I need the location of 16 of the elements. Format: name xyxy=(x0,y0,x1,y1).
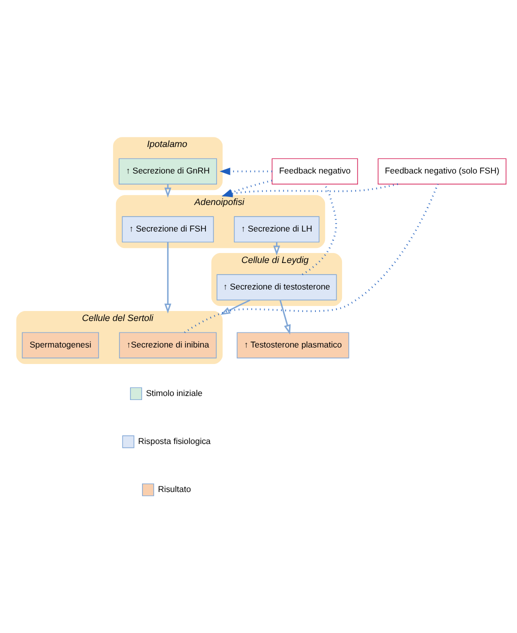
node-box: ↑ Secrezione di FSH xyxy=(122,216,214,242)
arrow xyxy=(220,167,272,175)
node-box: Spermatogenesi xyxy=(22,332,99,358)
node-box: ↑ Secrezione di GnRH xyxy=(118,158,217,184)
node-box: ↑ Secrezione di testosterone xyxy=(216,274,337,300)
node-box: ↑ Secrezione di LH xyxy=(234,216,320,242)
legend-label: Risultato xyxy=(158,483,191,494)
node-box: Feedback negativo xyxy=(272,158,358,184)
node-box: Feedback negativo (solo FSH) xyxy=(378,158,506,184)
arrow xyxy=(164,242,172,313)
legend-label: Stimolo iniziale xyxy=(146,387,202,398)
arrow xyxy=(220,299,250,314)
legend-label: Risposta fisiologica xyxy=(138,435,211,446)
arrow xyxy=(280,300,291,334)
node-box: ↑Secrezione di inibina xyxy=(119,332,217,358)
node-box: ↑ Testosterone plasmatico xyxy=(236,332,350,358)
